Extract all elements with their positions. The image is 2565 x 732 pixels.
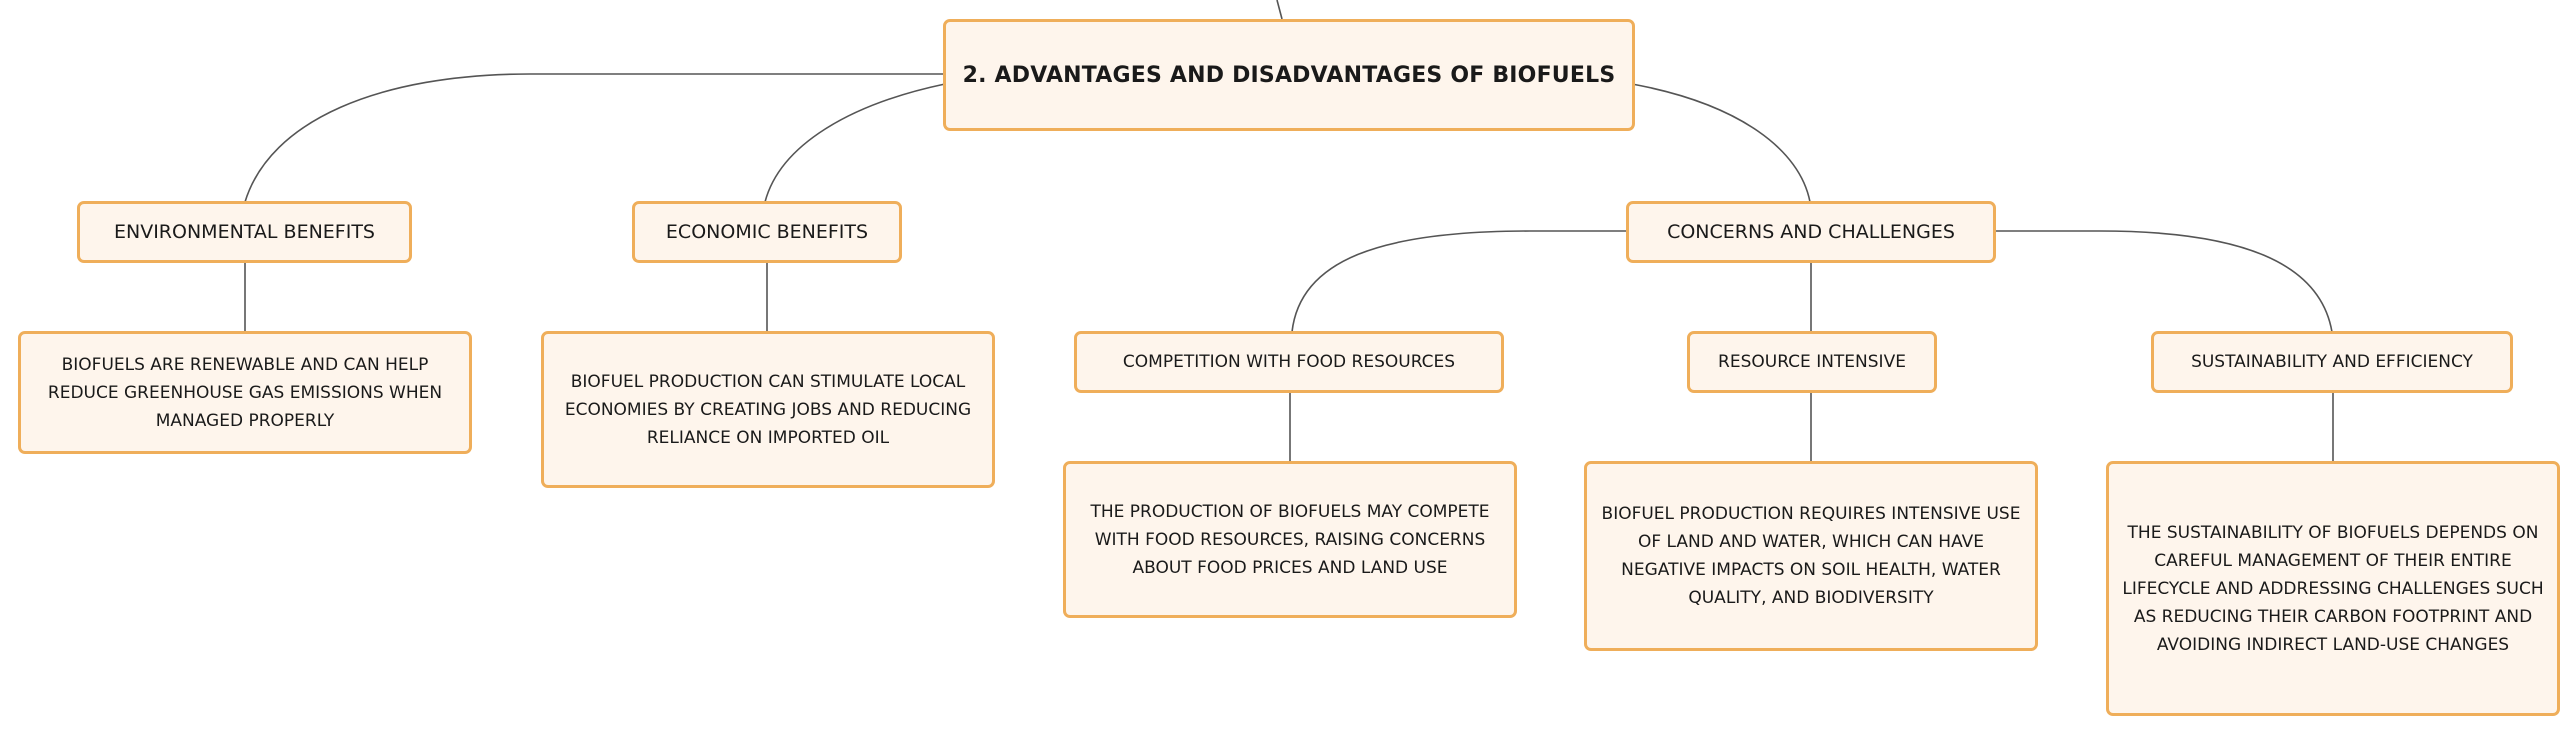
branch-concerns-and-challenges[interactable]: CONCERNS AND CHALLENGES (1626, 201, 1996, 263)
detail-sustainability-and-efficiency[interactable]: THE SUSTAINABILITY OF BIOFUELS DEPENDS O… (2106, 461, 2560, 716)
subtopic-sustainability-and-efficiency[interactable]: SUSTAINABILITY AND EFFICIENCY (2151, 331, 2513, 393)
connector-root-to-environmental (244, 73, 945, 203)
detail-text: BIOFUEL PRODUCTION REQUIRES INTENSIVE US… (1601, 504, 2021, 608)
detail-text: BIOFUELS ARE RENEWABLE AND CAN HELP REDU… (47, 354, 443, 431)
detail-text: THE PRODUCTION OF BIOFUELS MAY COMPETE W… (1090, 501, 1490, 578)
connector-root-to-concerns (1631, 83, 1811, 203)
detail-text: THE SUSTAINABILITY OF BIOFUELS DEPENDS O… (2122, 522, 2544, 655)
branch-label: CONCERNS AND CHALLENGES (1667, 221, 1955, 243)
detail-environmental-benefits[interactable]: BIOFUELS ARE RENEWABLE AND CAN HELP REDU… (18, 331, 472, 454)
detail-economic-benefits[interactable]: BIOFUEL PRODUCTION CAN STIMULATE LOCAL E… (541, 331, 995, 488)
root-topic-label: 2. ADVANTAGES AND DISADVANTAGES OF BIOFU… (962, 62, 1616, 88)
root-topic[interactable]: 2. ADVANTAGES AND DISADVANTAGES OF BIOFU… (943, 19, 1635, 131)
detail-competition-with-food-resources[interactable]: THE PRODUCTION OF BIOFUELS MAY COMPETE W… (1063, 461, 1517, 618)
connector-concerns-to-competition (1291, 230, 1628, 333)
connector-parent-to-root (1276, 0, 1283, 20)
subtopic-resource-intensive[interactable]: RESOURCE INTENSIVE (1687, 331, 1937, 393)
connector-concerns-to-sustainability (1993, 230, 2333, 333)
branch-label: ENVIRONMENTAL BENEFITS (113, 221, 375, 243)
branch-environmental-benefits[interactable]: ENVIRONMENTAL BENEFITS (77, 201, 412, 263)
branch-economic-benefits[interactable]: ECONOMIC BENEFITS (632, 201, 902, 263)
subtopic-label: RESOURCE INTENSIVE (1718, 352, 1906, 372)
branch-label: ECONOMIC BENEFITS (665, 221, 869, 243)
subtopic-label: SUSTAINABILITY AND EFFICIENCY (2191, 352, 2473, 372)
detail-text: BIOFUEL PRODUCTION CAN STIMULATE LOCAL E… (564, 371, 972, 448)
subtopic-competition-with-food-resources[interactable]: COMPETITION WITH FOOD RESOURCES (1074, 331, 1504, 393)
detail-resource-intensive[interactable]: BIOFUEL PRODUCTION REQUIRES INTENSIVE US… (1584, 461, 2038, 651)
subtopic-label: COMPETITION WITH FOOD RESOURCES (1122, 352, 1456, 372)
connector-root-to-economic (764, 83, 946, 203)
